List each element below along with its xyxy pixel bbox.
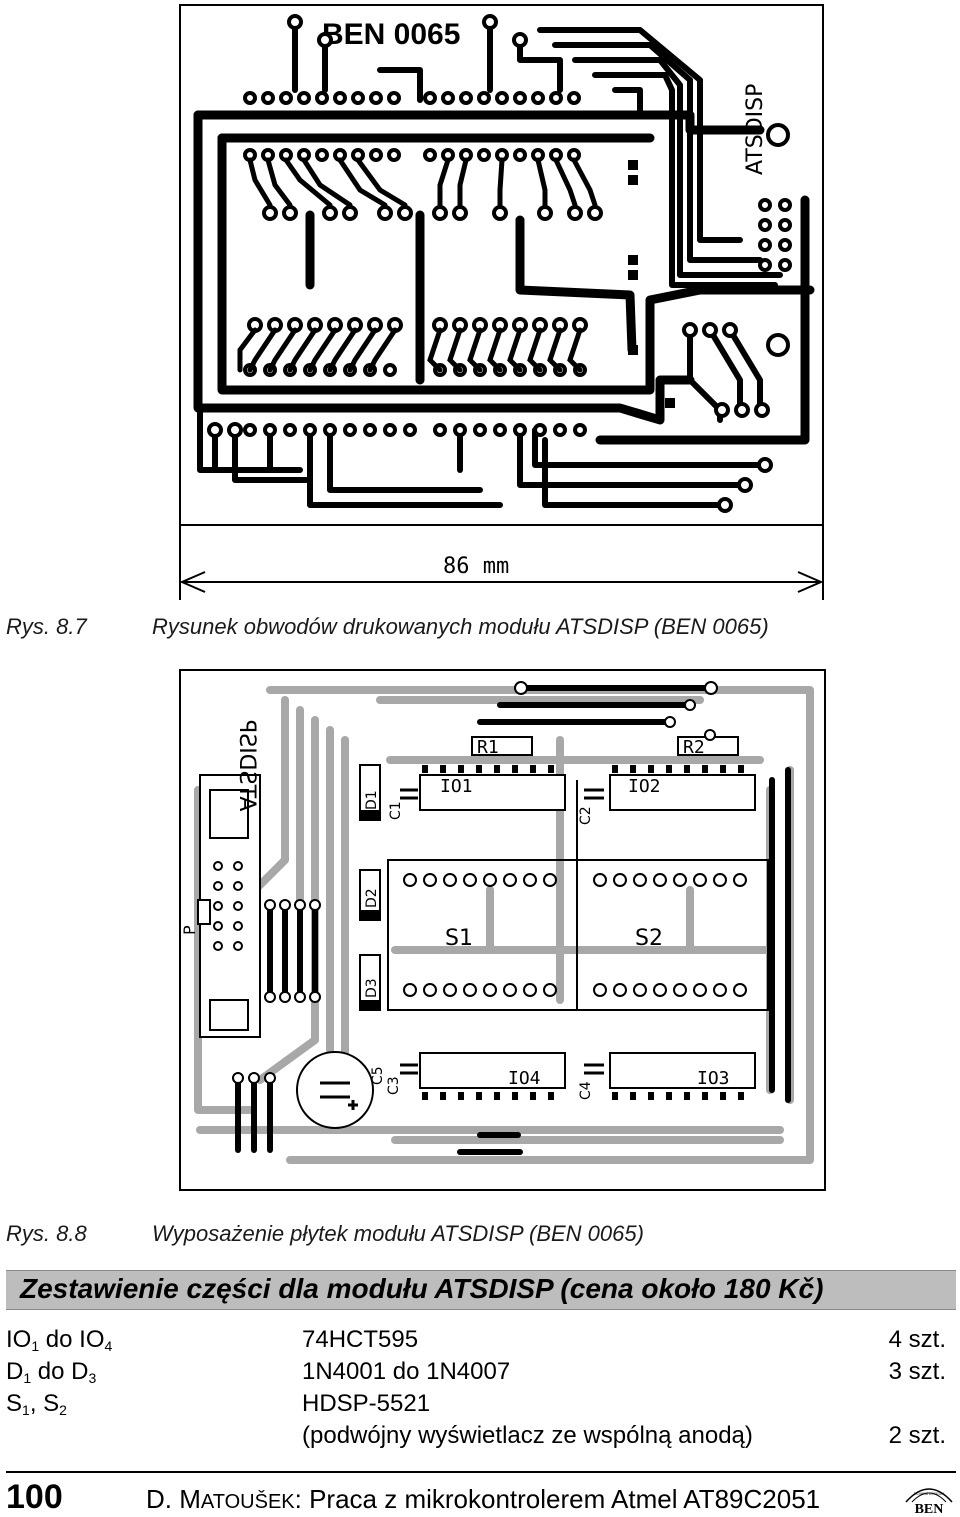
part-quantity: 2 szt. — [888, 1422, 946, 1449]
d1-label: D1 — [364, 790, 380, 810]
figure1-caption-text: Rysunek obwodów drukowanych modułu ATSDI… — [152, 614, 769, 639]
c2-label: C2 — [578, 806, 594, 825]
c5-label: C5 — [370, 1066, 386, 1085]
publisher-logo: TECHNICKÁ LITERATURA BEN — [905, 1488, 953, 1516]
d2-label: D2 — [364, 888, 380, 908]
part-quantity: 4 szt. — [888, 1326, 946, 1353]
figure2-caption-number: Rys. 8.8 — [6, 1221, 87, 1246]
component-placement-figure: P ATSDISP S1 S2 IO1 IO2 IO4 IO3 R1 R2 D1… — [179, 669, 826, 1191]
r1-label: R1 — [477, 737, 499, 758]
pcb-layout-figure: BEN 0065 ATSDISP — [179, 4, 824, 600]
connector-label: P — [180, 925, 199, 935]
io3-label: IO3 — [697, 1068, 730, 1089]
figure1-caption: Rys. 8.7 Rysunek obwodów drukowanych mod… — [0, 614, 960, 642]
running-footer: D. MATOUŠEK: Praca z mikrokontrolerem At… — [146, 1484, 821, 1514]
r2-label: R2 — [683, 737, 705, 758]
board-label: BEN 0065 — [322, 18, 460, 51]
footer-rule — [6, 1471, 956, 1473]
c4-label: C4 — [578, 1081, 594, 1100]
part-type: HDSP-5521 — [302, 1390, 431, 1417]
figure2-caption: Rys. 8.8 Wyposażenie płytek modułu ATSDI… — [0, 1221, 960, 1249]
parts-row: D1 do D3 1N4001 do 1N4007 3 szt. — [6, 1358, 946, 1386]
parts-list-header: Zestawienie części dla modułu ATSDISP (c… — [6, 1270, 956, 1310]
figure1-caption-number: Rys. 8.7 — [6, 614, 87, 639]
io2-label: IO2 — [628, 776, 661, 797]
s2-label: S2 — [635, 926, 663, 951]
logo-text: BEN — [915, 1502, 944, 1516]
mirrored-label: ATSDISP — [234, 720, 259, 811]
s1-label: S1 — [445, 926, 473, 951]
parts-list-title: Zestawienie części dla modułu ATSDISP (c… — [20, 1273, 824, 1304]
page-number: 100 — [6, 1478, 63, 1516]
c1-label: C1 — [388, 801, 404, 820]
part-type: 1N4001 do 1N4007 — [302, 1358, 511, 1385]
parts-row: S1, S2 HDSP-5521 — [6, 1390, 431, 1418]
dimension-label: 86 mm — [443, 554, 509, 579]
c3-label: C3 — [386, 1076, 402, 1095]
figure2-caption-text: Wyposażenie płytek modułu ATSDISP (BEN 0… — [152, 1221, 644, 1246]
parts-row: IO1 do IO4 74HCT595 4 szt. — [6, 1326, 946, 1354]
d3-label: D3 — [364, 978, 380, 998]
io4-label: IO4 — [508, 1068, 541, 1089]
part-type: 74HCT595 — [302, 1326, 419, 1353]
logo-small-text: TECHNICKÁ LITERATURA — [914, 1491, 944, 1496]
part-type: (podwójny wyświetlacz ze wspólną anodą) — [302, 1422, 753, 1449]
io1-label: IO1 — [440, 776, 473, 797]
parts-row: (podwójny wyświetlacz ze wspólną anodą) … — [6, 1422, 950, 1454]
parts-list: IO1 do IO4 74HCT595 4 szt. D1 do D3 1N40… — [6, 1326, 950, 1454]
part-quantity: 3 szt. — [888, 1358, 946, 1385]
